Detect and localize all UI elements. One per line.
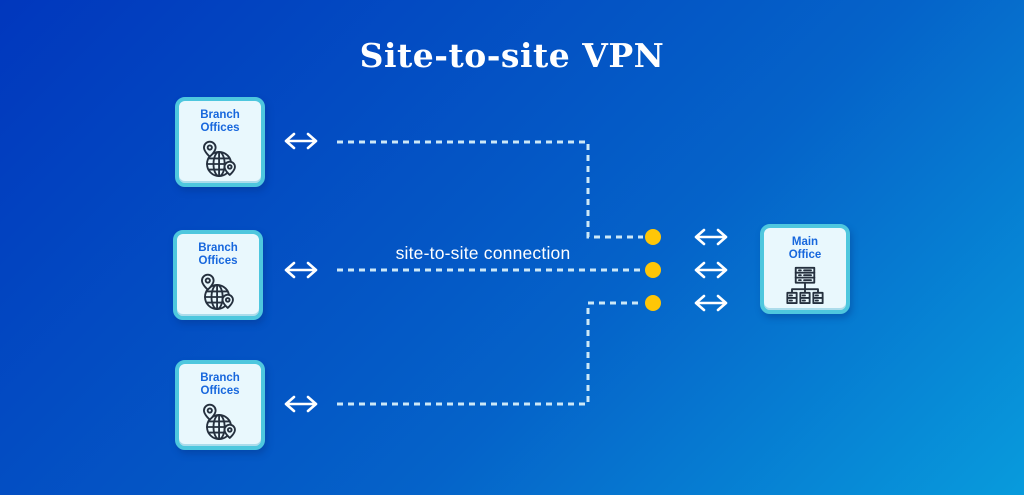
- double-arrow-icon: [694, 228, 728, 246]
- double-arrow-icon: [694, 294, 728, 312]
- double-arrow-icon: [284, 132, 318, 150]
- connection-endpoint-dot: [645, 229, 661, 245]
- connection-endpoint-dot: [645, 262, 661, 278]
- branch-office-label: Branch Offices: [200, 109, 240, 135]
- main-office-node[interactable]: Main Office: [760, 224, 850, 314]
- double-arrow-icon: [284, 395, 318, 413]
- branch-office-node-1[interactable]: Branch Offices: [175, 97, 265, 187]
- network-servers-icon: [786, 267, 824, 305]
- branch-office-node-2[interactable]: Branch Offices: [173, 230, 263, 320]
- diagram-title: Site-to-site VPN: [359, 36, 665, 75]
- dashed-connector-bottom: [337, 301, 643, 406]
- double-arrow-icon: [694, 261, 728, 279]
- globe-location-pins-icon: [203, 404, 236, 441]
- main-office-label: Main Office: [788, 236, 822, 262]
- connection-label: site-to-site connection: [395, 243, 571, 263]
- double-arrow-icon: [284, 261, 318, 279]
- branch-office-label: Branch Offices: [200, 372, 240, 398]
- globe-location-pins-icon: [201, 274, 234, 311]
- dashed-connector-top: [337, 140, 643, 239]
- connection-endpoint-dot: [645, 295, 661, 311]
- branch-office-node-3[interactable]: Branch Offices: [175, 360, 265, 450]
- globe-location-pins-icon: [203, 141, 236, 178]
- branch-office-label: Branch Offices: [198, 242, 238, 268]
